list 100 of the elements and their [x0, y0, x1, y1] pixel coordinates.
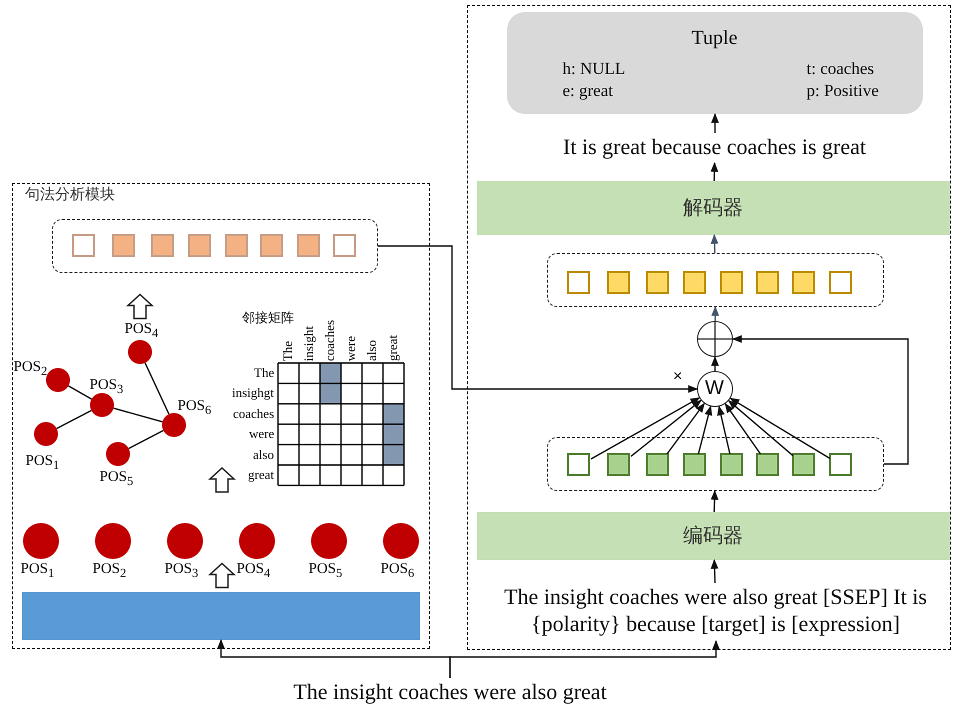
input-sentence: The insight coaches were also great [SSEP] It is {polarity} because [target] is [expression]	[486, 582, 946, 640]
column-header: The	[281, 341, 294, 362]
column-header: also	[365, 340, 378, 361]
vector-group	[546, 436, 884, 490]
token-node	[94, 522, 130, 558]
vector-cell	[188, 234, 211, 257]
block-arrow	[126, 293, 154, 320]
node-label: POS$_{4}$	[236, 562, 270, 579]
vector-cell	[646, 271, 669, 294]
graph-node	[106, 442, 130, 466]
vector-cell	[646, 453, 669, 476]
arrow	[378, 245, 698, 393]
vector-cell	[756, 271, 779, 294]
vector-group	[546, 252, 884, 306]
vector-cell	[72, 234, 95, 257]
node-label: POS$_{3}$	[90, 378, 124, 395]
arrow	[711, 306, 720, 321]
vector-cell	[607, 271, 630, 294]
node-label: POS$_{2}$	[92, 562, 126, 579]
tuple-field: h: NULL	[562, 60, 626, 76]
connector-line	[144, 362, 170, 414]
output-sentence: It is great because coaches is great	[520, 132, 910, 162]
module-panel	[12, 183, 430, 649]
arrow	[710, 162, 718, 182]
vector-cell	[829, 453, 852, 476]
token-node	[382, 522, 418, 558]
arrow	[630, 400, 702, 457]
row-header: also	[253, 448, 274, 461]
decoder-bar: 解码器	[476, 180, 950, 234]
panel-title: 句法分析模块	[25, 188, 115, 203]
operator-label: ×	[673, 369, 682, 385]
vector-cell	[683, 271, 706, 294]
output-heading: Tuple	[690, 28, 738, 48]
vector-cell	[333, 234, 356, 257]
vector-cell	[720, 453, 743, 476]
token-node	[22, 522, 58, 558]
token-node	[166, 522, 202, 558]
weight-operator: W	[696, 370, 732, 406]
row-header: insighgt	[232, 386, 274, 400]
connector-line	[128, 430, 164, 450]
node-label: POS$_{4}$	[124, 322, 158, 339]
node-label: POS$_{5}$	[100, 470, 134, 487]
arrow	[698, 405, 712, 454]
arrow	[711, 356, 719, 371]
connector-line	[113, 408, 163, 422]
node-label: POS$_{6}$	[178, 398, 212, 416]
sum-operator	[696, 320, 732, 356]
arrow	[711, 113, 719, 133]
vector-cell	[225, 234, 248, 257]
arrow	[732, 335, 909, 465]
column-header: great	[386, 335, 399, 361]
token-node	[238, 522, 274, 558]
vector-cell	[756, 453, 779, 476]
node-label: POS$_{1}$	[20, 562, 54, 579]
graph-node	[34, 422, 58, 446]
vector-cell	[567, 453, 590, 476]
tuple-field: t: coaches	[806, 60, 874, 76]
graph-node	[90, 392, 114, 416]
connector-line	[68, 385, 92, 400]
vector-cell	[260, 234, 283, 257]
arrow	[710, 490, 718, 512]
token-node	[310, 522, 346, 558]
vector-cell	[151, 234, 174, 257]
node-label: POS$_{2}$	[14, 360, 48, 377]
vector-cell	[720, 271, 743, 294]
vector-cell	[112, 234, 135, 257]
vector-cell	[297, 234, 320, 257]
arrow	[710, 559, 718, 584]
arrow	[449, 640, 720, 678]
arrow	[730, 398, 830, 460]
input-sentence: The insight coaches were also great	[250, 678, 650, 706]
block-arrow	[208, 562, 236, 588]
column-header: were	[344, 336, 357, 362]
graph-node	[128, 340, 152, 364]
tuple-field: e: great	[562, 82, 613, 98]
vector-cell	[792, 271, 815, 294]
arrow	[666, 402, 705, 454]
arrow	[724, 403, 762, 454]
graph-node	[162, 412, 186, 436]
row-header: were	[249, 427, 274, 440]
arrow	[728, 400, 794, 456]
node-label: POS$_{6}$	[380, 562, 414, 579]
model-panel	[467, 5, 951, 650]
row-header: great	[248, 468, 274, 481]
node-label: POS$_{5}$	[308, 562, 342, 579]
vector-cell	[567, 271, 590, 294]
block-arrow	[208, 466, 236, 493]
row-header: coaches	[233, 406, 274, 420]
graph-node	[46, 368, 70, 392]
column-header: coaches	[323, 320, 336, 362]
node-label: POS$_{3}$	[164, 562, 198, 579]
vector-cell	[829, 271, 852, 294]
column-header: insight	[302, 326, 315, 362]
vector-cell	[792, 453, 815, 476]
row-header: The	[254, 366, 274, 379]
parser-bar	[22, 592, 420, 640]
tuple-field: p: Positive	[806, 82, 879, 98]
output-box	[506, 12, 922, 114]
connector-line	[56, 410, 92, 430]
arrow	[717, 406, 731, 454]
